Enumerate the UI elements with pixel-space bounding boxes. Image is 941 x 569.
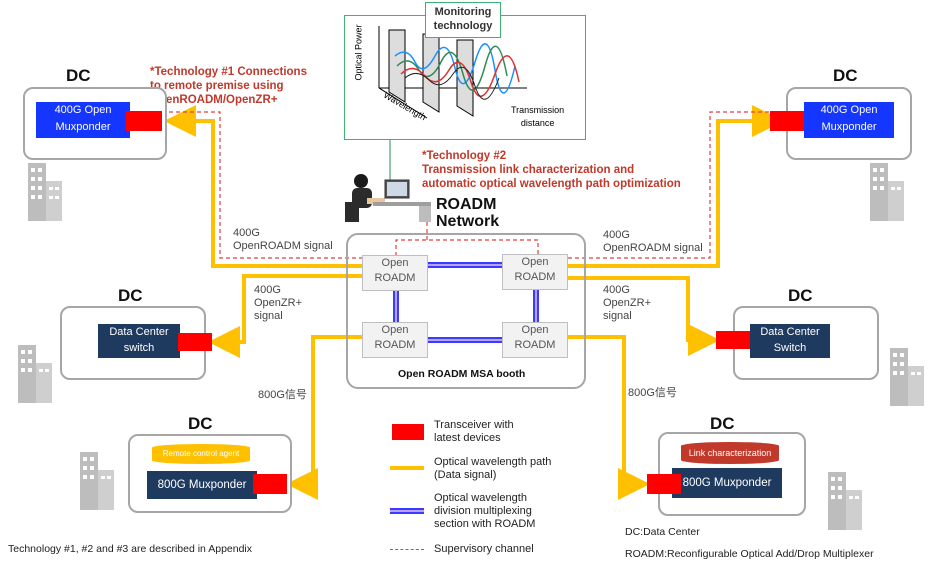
building-icon bbox=[870, 163, 904, 221]
wdm-ring bbox=[393, 262, 539, 343]
building-icon bbox=[28, 163, 62, 221]
signal-openzr-right: 400G OpenZR+ signal bbox=[603, 284, 651, 322]
abbrev-dc: DC:Data Center bbox=[625, 526, 700, 538]
legend-transceiver-text: Transceiver with latest devices bbox=[434, 419, 514, 444]
muxponder-bottom-left[interactable]: 800G Muxponder bbox=[147, 471, 257, 499]
signal-800g-right: 800G信号 bbox=[628, 387, 677, 399]
roadm-node-top-right[interactable]: Open ROADM bbox=[502, 254, 568, 290]
muxponder-top-right[interactable]: 400G Open Muxponder bbox=[804, 102, 894, 138]
monitoring-y-axis: Optical Power bbox=[353, 24, 364, 81]
monitoring-panel: Optical Power Wavelength Transmission di… bbox=[344, 15, 586, 140]
network-title: ROADM Network bbox=[436, 196, 500, 230]
signal-800g-left: 800G信号 bbox=[258, 389, 307, 401]
signal-openzr-left: 400G OpenZR+ signal bbox=[254, 284, 302, 322]
booth-label: Open ROADM MSA booth bbox=[398, 368, 526, 380]
legend-supervisory-swatch bbox=[390, 549, 424, 550]
legend-transceiver-swatch bbox=[392, 424, 424, 440]
dc-title-top-left: DC bbox=[66, 66, 91, 85]
transceiver-bottom-left bbox=[253, 474, 287, 494]
transceiver-mid-left bbox=[178, 333, 212, 351]
technology-2-callout: *Technology #2 Transmission link charact… bbox=[422, 150, 681, 190]
dc-title-mid-right: DC bbox=[788, 286, 813, 305]
monitoring-z-axis: Transmission distance bbox=[511, 105, 565, 128]
signal-openroadm-left: 400G OpenROADM signal bbox=[233, 227, 333, 252]
dc-title-bottom-right: DC bbox=[710, 414, 735, 433]
monitoring-graph bbox=[378, 26, 527, 119]
transceiver-mid-right bbox=[716, 331, 750, 349]
abbrev-roadm: ROADM:Reconfigurable Optical Add/Drop Mu… bbox=[625, 548, 874, 560]
switch-mid-left[interactable]: Data Center switch bbox=[98, 324, 180, 358]
technology-1-callout: *Technology #1 Connections to remote pre… bbox=[150, 66, 307, 106]
legend-wdm-swatch-inner bbox=[390, 510, 424, 512]
roadm-node-bottom-right[interactable]: Open ROADM bbox=[502, 322, 568, 358]
legend-path-swatch bbox=[390, 466, 424, 470]
dc-title-top-right: DC bbox=[833, 66, 858, 85]
remote-control-agent[interactable]: Remote control agent bbox=[152, 444, 250, 464]
roadm-network-box bbox=[346, 233, 586, 389]
building-icon bbox=[80, 452, 114, 510]
legend-supervisory-text: Supervisory channel bbox=[434, 543, 534, 555]
building-icon bbox=[18, 345, 52, 403]
dc-title-bottom-left: DC bbox=[188, 414, 213, 433]
switch-mid-right[interactable]: Data Center Switch bbox=[750, 324, 830, 358]
transceiver-bottom-right bbox=[647, 474, 681, 494]
transceiver-top-left bbox=[126, 111, 162, 131]
roadm-node-top-left[interactable]: Open ROADM bbox=[362, 255, 428, 291]
building-icon bbox=[828, 472, 862, 530]
optical-paths bbox=[164, 105, 784, 500]
legend-wdm-text: Optical wavelength division multiplexing… bbox=[434, 492, 536, 530]
muxponder-bottom-right[interactable]: 800G Muxponder bbox=[672, 468, 782, 498]
link-characterization-agent[interactable]: Link characterization bbox=[681, 442, 779, 464]
transceiver-top-right bbox=[770, 111, 804, 131]
dc-title-mid-left: DC bbox=[118, 286, 143, 305]
monitoring-title: Monitoring technology bbox=[425, 2, 501, 38]
signal-openroadm-right: 400G OpenROADM signal bbox=[603, 229, 703, 254]
building-icon bbox=[890, 348, 924, 406]
footnote-appendix: Technology #1, #2 and #3 are described i… bbox=[8, 543, 253, 555]
muxponder-top-left[interactable]: 400G Open Muxponder bbox=[36, 102, 130, 138]
roadm-node-bottom-left[interactable]: Open ROADM bbox=[362, 322, 428, 358]
legend-path-text: Optical wavelength path (Data signal) bbox=[434, 456, 552, 481]
operator-icon bbox=[345, 172, 431, 224]
